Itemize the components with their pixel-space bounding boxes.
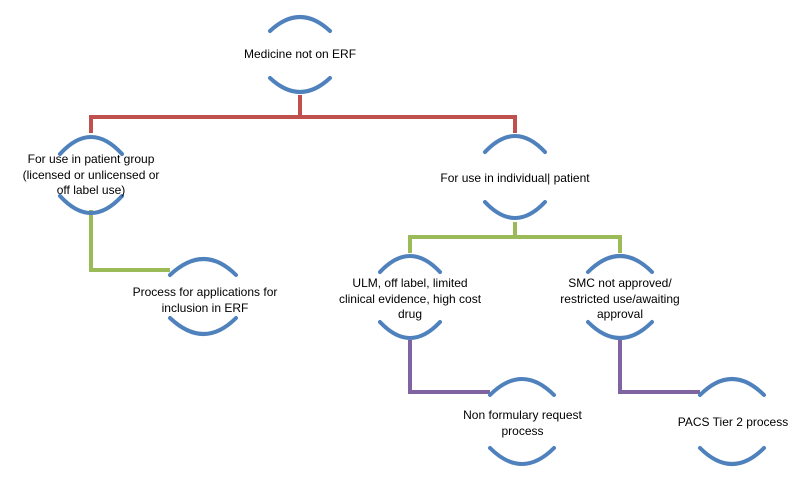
node-arcs-smc-not-approved	[586, 254, 654, 340]
node-label-pacs-tier2: PACS Tier 2 process	[677, 415, 789, 429]
node-arcs-ulm-off-label	[378, 254, 442, 340]
node-label-ulm-off-label: ULM, off label, limited clinical evidenc…	[338, 276, 482, 321]
node-arcs-applications-for-inclusion	[168, 257, 238, 336]
node-arcs-medicine-not-on-erf	[268, 15, 332, 94]
connector-smc-to-pacs	[618, 340, 700, 394]
node-label-individual-patient: For use in individual| patient	[440, 171, 590, 185]
connector-root-split	[89, 95, 517, 133]
node-arcs-individual-patient	[483, 134, 547, 220]
node-label-non-formulary-request: Non formulary request process	[463, 408, 582, 438]
node-arcs-pacs-tier2	[698, 377, 766, 466]
node-label-medicine-not-on-erf: Medicine not on ERF	[243, 47, 357, 61]
node-arcs-patient-group	[58, 135, 124, 215]
node-arcs-non-formulary-request	[488, 377, 556, 466]
connector-ulm-to-non-formulary	[408, 340, 490, 394]
connector-patient-group-to-applications	[89, 210, 170, 272]
node-label-patient-group: For use in patient group (licensed or un…	[22, 152, 160, 197]
node-label-applications-for-inclusion: Process for applications for inclusion i…	[132, 285, 278, 315]
connector-individual-split	[408, 222, 622, 253]
node-label-smc-not-approved: SMC not approved/ restricted use/awaitin…	[560, 276, 680, 321]
